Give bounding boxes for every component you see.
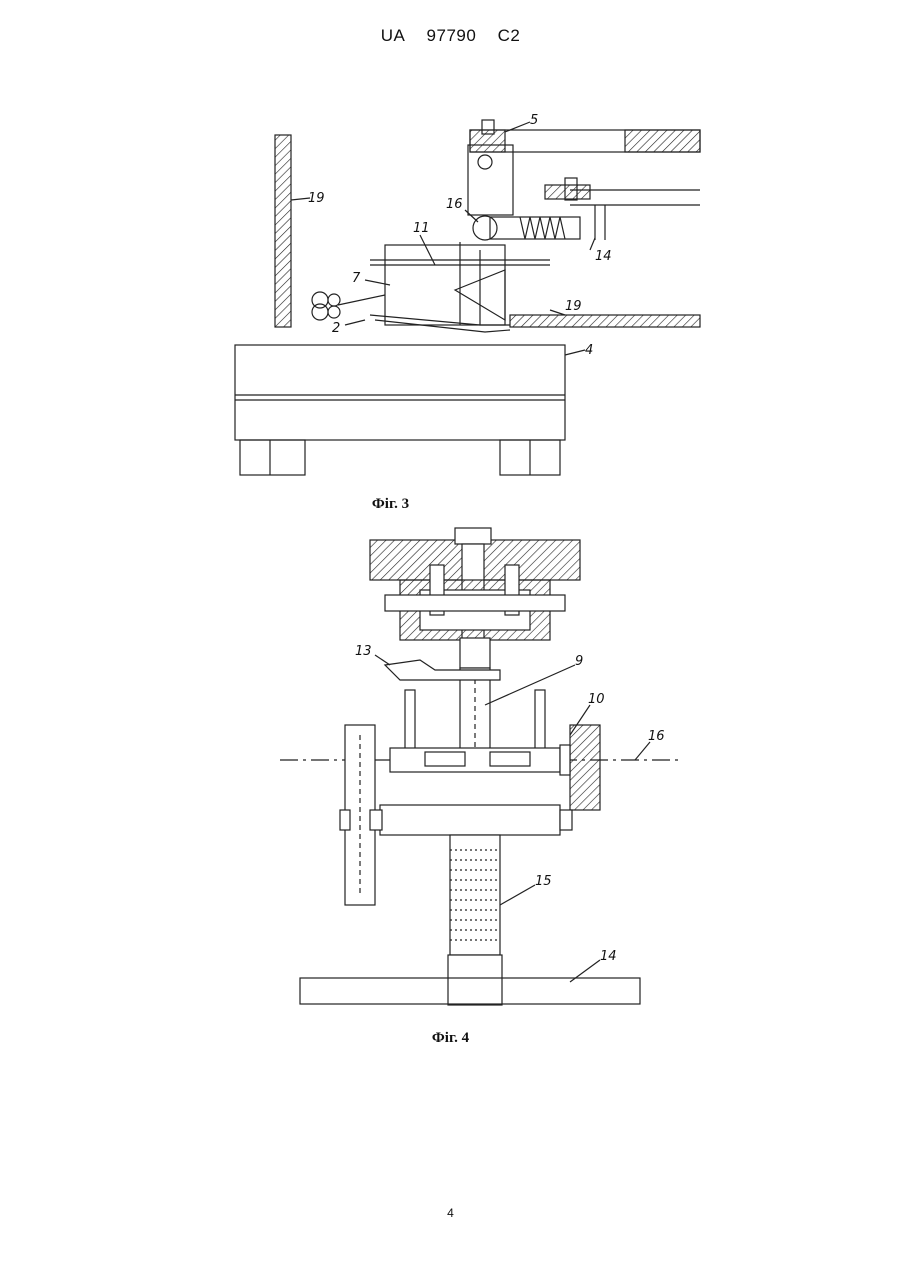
fig3-label-7: 7 bbox=[352, 271, 361, 286]
fig3-label-19-right: 19 bbox=[565, 299, 582, 314]
fig3-label-5: 5 bbox=[530, 113, 538, 128]
fig4-label-14: 14 bbox=[600, 949, 617, 964]
fig4-label-10: 10 bbox=[588, 692, 605, 707]
fig4-label-16: 16 bbox=[648, 729, 665, 744]
fig4-label-9: 9 bbox=[575, 654, 583, 669]
header-number: 97790 bbox=[427, 26, 477, 45]
page-number: 4 bbox=[0, 1206, 901, 1220]
figure-4-caption: Фіг. 4 bbox=[0, 1030, 901, 1047]
fig3-label-14: 14 bbox=[595, 249, 612, 264]
header-kind: C2 bbox=[498, 26, 521, 45]
figure-4-drawing: 13 9 10 16 15 14 bbox=[270, 520, 690, 1020]
patent-header: UA 97790 C2 bbox=[0, 26, 901, 46]
fig3-label-11: 11 bbox=[413, 221, 430, 236]
fig3-label-16: 16 bbox=[446, 197, 463, 212]
fig3-label-4: 4 bbox=[585, 343, 593, 358]
figure-3-drawing: 5 19 16 11 7 2 14 19 4 bbox=[220, 110, 720, 490]
figure-3-caption: Фіг. 3 bbox=[0, 496, 841, 513]
fig3-label-19-left: 19 bbox=[308, 191, 325, 206]
fig3-label-2: 2 bbox=[332, 321, 340, 336]
fig4-label-13: 13 bbox=[355, 644, 372, 659]
fig4-label-15: 15 bbox=[535, 874, 552, 889]
header-country: UA bbox=[381, 26, 406, 45]
